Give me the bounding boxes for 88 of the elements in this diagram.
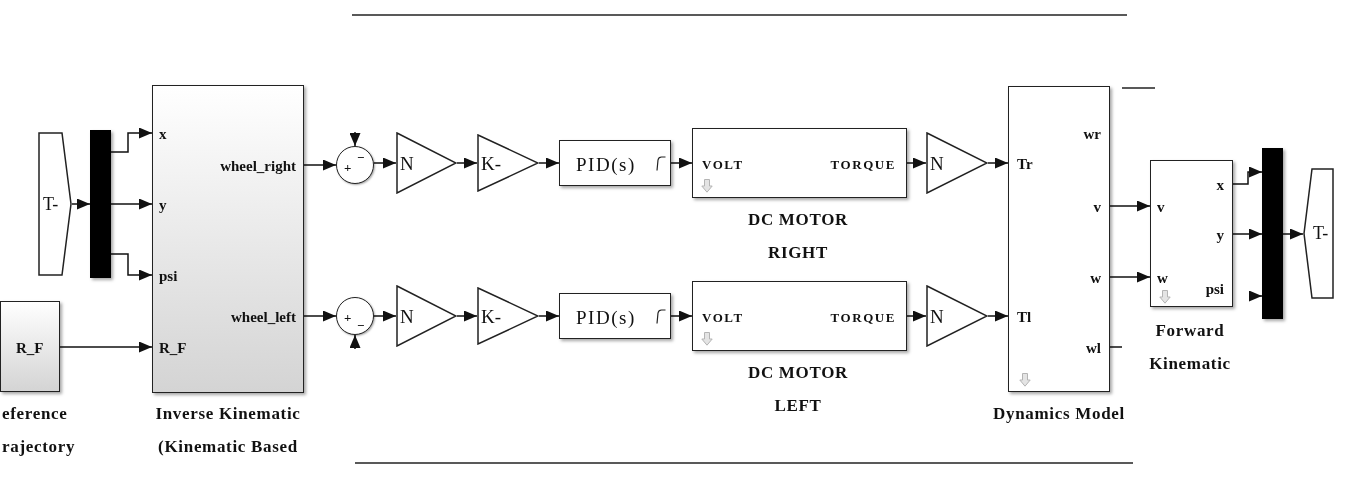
port-label: w <box>1157 270 1168 286</box>
signal-arrow <box>373 310 397 322</box>
block-caption: Inverse Kinematic (Kinematic Based <box>154 403 302 458</box>
port-label: wheel_right <box>220 158 296 174</box>
sign-label: − <box>357 150 365 164</box>
signal-arrow <box>538 157 560 169</box>
motor-block <box>692 128 907 198</box>
signal-arrow <box>456 310 478 322</box>
sign-label: + <box>344 160 352 174</box>
gain-triangle <box>396 132 457 194</box>
signal-arrow <box>303 159 337 171</box>
gain-label: N <box>400 153 414 173</box>
block-caption: DC MOTOR LEFT <box>746 362 849 417</box>
port-label: wr <box>1083 126 1101 142</box>
signal-arrow <box>1232 166 1263 185</box>
signal-arrow <box>456 157 478 169</box>
block-caption: Dynamics Model <box>992 403 1126 425</box>
signal-arrow <box>1232 228 1263 240</box>
sign-label: − <box>357 318 365 332</box>
port-label: Tl <box>1017 309 1032 325</box>
block-caption: Forward Kinematic <box>1148 320 1232 375</box>
block-caption: DC MOTOR RIGHT <box>746 209 849 264</box>
signal-arrow <box>1109 200 1151 212</box>
gain-label: N <box>930 153 944 173</box>
gain-triangle <box>477 134 539 192</box>
mux-bar <box>1262 148 1283 319</box>
signal-arrow <box>110 253 153 281</box>
gain-label: N <box>930 306 944 326</box>
block-label: PID(s) <box>576 154 636 174</box>
signal-arrow <box>59 341 153 353</box>
gain-label: K- <box>481 153 502 173</box>
signal-arrow <box>303 310 337 322</box>
port-label: R_F <box>16 340 44 356</box>
signal-arrow <box>1109 271 1151 283</box>
port-label: wheel_left <box>231 309 296 325</box>
port-label: wl <box>1086 340 1101 356</box>
block-caption: eference rajectory <box>2 403 77 458</box>
subsystem-block <box>152 85 304 393</box>
port-label: v <box>1093 199 1101 215</box>
signal-line <box>1109 346 1123 348</box>
port-label: psi <box>159 268 178 284</box>
port-label: VOLT <box>702 157 744 171</box>
block-label: PID(s) <box>576 307 636 327</box>
gain-triangle <box>396 285 457 347</box>
gain-triangle <box>926 285 988 347</box>
signal-arrow <box>670 157 693 169</box>
signal-arrow <box>110 198 153 210</box>
signal-arrow <box>906 157 927 169</box>
subsystem-block <box>1150 160 1233 307</box>
port-label: Tr <box>1017 156 1033 172</box>
signal-arrow <box>987 310 1009 322</box>
signal-arrow <box>373 157 397 169</box>
subsystem-block <box>1008 86 1110 392</box>
mux-bar <box>90 130 111 278</box>
sign-label: + <box>344 310 352 324</box>
signal-arrow <box>349 131 361 147</box>
signal-arrow <box>1248 290 1263 302</box>
gain-label: N <box>400 306 414 326</box>
motor-block <box>692 281 907 351</box>
port-label: psi <box>1205 281 1224 297</box>
port-label: y <box>159 197 167 213</box>
subsystem-block <box>0 301 60 392</box>
signal-arrow <box>349 334 361 350</box>
signal-arrow <box>538 310 560 322</box>
pid-block <box>559 140 671 186</box>
port-label: x <box>159 126 167 142</box>
workspace-block <box>1303 168 1334 299</box>
signal-arrow <box>987 157 1009 169</box>
gain-triangle <box>477 287 539 345</box>
port-label: y <box>1216 227 1224 243</box>
signal-arrow <box>71 198 91 210</box>
port-label: TORQUE <box>830 310 896 324</box>
pid-block <box>559 293 671 339</box>
signal-arrow <box>906 310 927 322</box>
gain-label: K- <box>481 306 502 326</box>
port-label: x <box>1216 177 1224 193</box>
workspace-block <box>38 132 72 276</box>
block-label: T- <box>43 195 59 213</box>
port-label: VOLT <box>702 310 744 324</box>
block-label: T- <box>1313 224 1329 242</box>
signal-arrow <box>1282 228 1304 240</box>
gain-triangle <box>926 132 988 194</box>
signal-arrow <box>670 310 693 322</box>
port-label: v <box>1157 199 1165 215</box>
port-label: w <box>1090 270 1101 286</box>
signal-arrow <box>110 127 153 153</box>
port-label: TORQUE <box>830 157 896 171</box>
port-label: R_F <box>159 340 187 356</box>
